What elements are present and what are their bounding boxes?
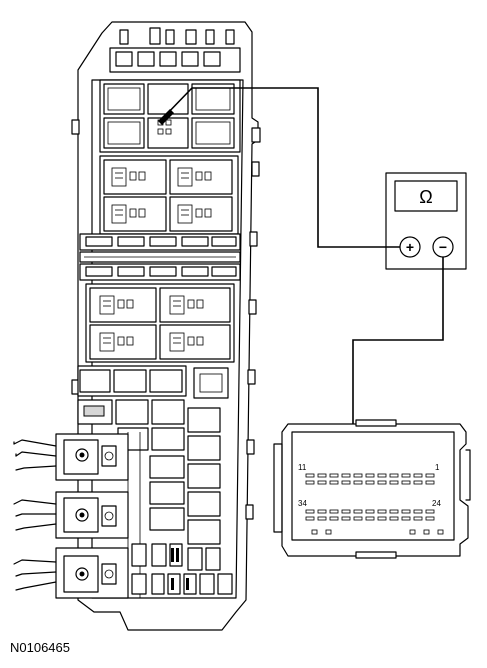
pin-cavity [353,473,363,478]
fuse-grid [77,365,229,598]
pin-cavity [329,473,339,478]
pin-cavity [389,473,399,478]
mini-fuse-row-1 [79,233,241,251]
ohm-symbol: Ω [419,187,432,207]
pin-cavity [401,509,411,514]
connector-pins [305,473,444,535]
pin-cavity [365,509,375,514]
pin-cavity [317,473,327,478]
pin-cavity [389,509,399,514]
figure-id: N0106465 [10,640,70,655]
pin-cavity [389,516,399,521]
pin-cavity [377,480,387,485]
negative-symbol: − [439,239,447,255]
pin-label-24: 24 [432,499,441,508]
pin-cavity [341,516,351,521]
pin-cavity [365,473,375,478]
relay-bank-upper [99,155,239,235]
pin-cavity [365,480,375,485]
pin-cavity [425,516,435,521]
pin-cavity [409,529,416,535]
top-tabs [109,27,241,73]
pin-cavity [311,529,318,535]
pin-cavity [329,509,339,514]
pin-cavity [341,480,351,485]
pin-cavity [317,516,327,521]
pin-cavity [437,529,444,535]
pin-cavity [413,516,423,521]
positive-lead [162,87,400,248]
pin-cavity [401,516,411,521]
harness-connector: 11 1 34 24 [273,419,471,559]
pin-cavity [413,509,423,514]
ohmmeter: Ω + − [385,172,467,270]
pin-cavity [341,509,351,514]
positive-symbol: + [406,239,414,255]
pin-cavity [305,473,315,478]
pin-cavity [329,480,339,485]
pin-cavity [425,509,435,514]
pin-cavity [317,509,327,514]
pin-cavity [377,509,387,514]
pin-cavity [325,529,332,535]
pin-cavity [389,480,399,485]
stud-terminals [13,433,129,599]
pin-label-34: 34 [298,499,307,508]
pin-cavity [425,473,435,478]
pin-cavity [425,480,435,485]
pin-cavity [305,516,315,521]
pin-cavity [413,480,423,485]
pin-cavity [353,509,363,514]
fuse-relay-box [13,21,261,631]
pin-cavity [353,516,363,521]
pin-cavity [401,473,411,478]
pin-label-11: 11 [298,463,307,472]
pin-cavity [377,516,387,521]
pin-cavity [401,480,411,485]
pin-cavity [305,480,315,485]
relay-bank-lower [85,283,235,363]
pin-cavity [423,529,430,535]
negative-lead [352,257,444,488]
pin-cavity [317,480,327,485]
mini-fuse-row-2 [79,263,241,281]
positive-probe-tip [158,109,174,125]
pin-cavity [413,473,423,478]
pin-cavity [365,516,375,521]
pin-cavity [377,473,387,478]
pin-label-1: 1 [435,463,440,472]
pin-cavity [353,480,363,485]
fuse-row-bottom [131,543,233,595]
pin-cavity [329,516,339,521]
pin-cavity [341,473,351,478]
pin-cavity [305,509,315,514]
